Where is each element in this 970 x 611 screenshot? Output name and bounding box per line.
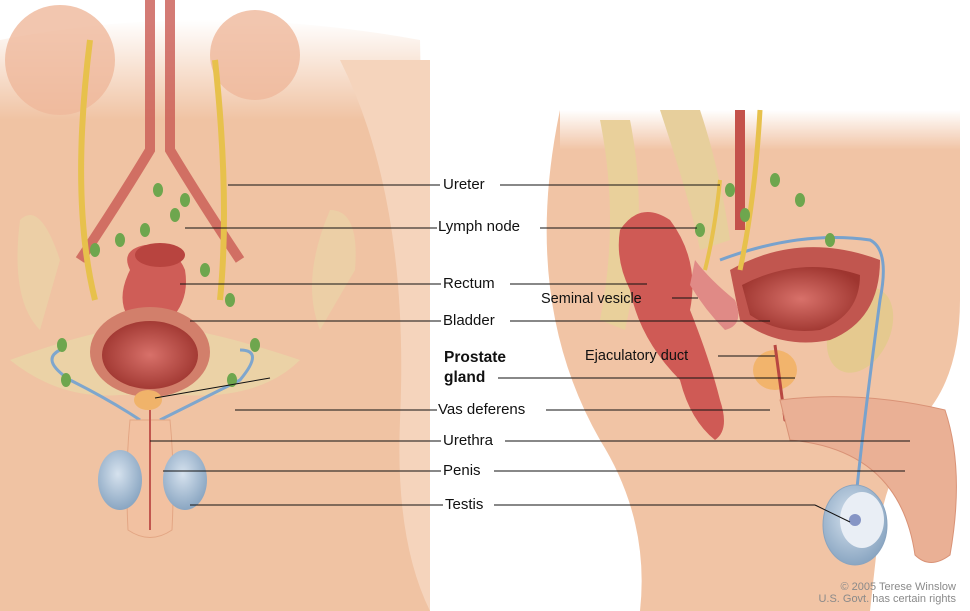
label-lymph-node: Lymph node: [438, 218, 521, 235]
copyright-credit: © 2005 Terese Winslow U.S. Govt. has cer…: [818, 581, 956, 605]
label-seminal-vesicle: Seminal vesicle: [541, 291, 642, 307]
lymph-nodes: [57, 183, 260, 387]
label-prostate-line1: Prostate: [444, 349, 507, 366]
label-rectum: Rectum: [443, 275, 495, 292]
label-ureter: Ureter: [443, 176, 485, 193]
label-urethra: Urethra: [443, 432, 494, 449]
label-penis: Penis: [443, 462, 481, 479]
leader-lines: [150, 184, 910, 523]
sagittal-view: [546, 109, 960, 611]
frontal-view: [0, 0, 430, 611]
credit-line-1: © 2005 Terese Winslow: [840, 581, 956, 593]
lymph-nodes-sagittal: [695, 173, 835, 247]
label-bladder: Bladder: [443, 312, 495, 329]
label-testis: Testis: [445, 496, 484, 513]
label-vas-deferens: Vas deferens: [438, 401, 526, 418]
label-prostate-line2: gland: [444, 369, 486, 386]
label-ejaculatory-duct: Ejaculatory duct: [585, 348, 689, 364]
credit-line-2: U.S. Govt. has certain rights: [818, 593, 956, 605]
